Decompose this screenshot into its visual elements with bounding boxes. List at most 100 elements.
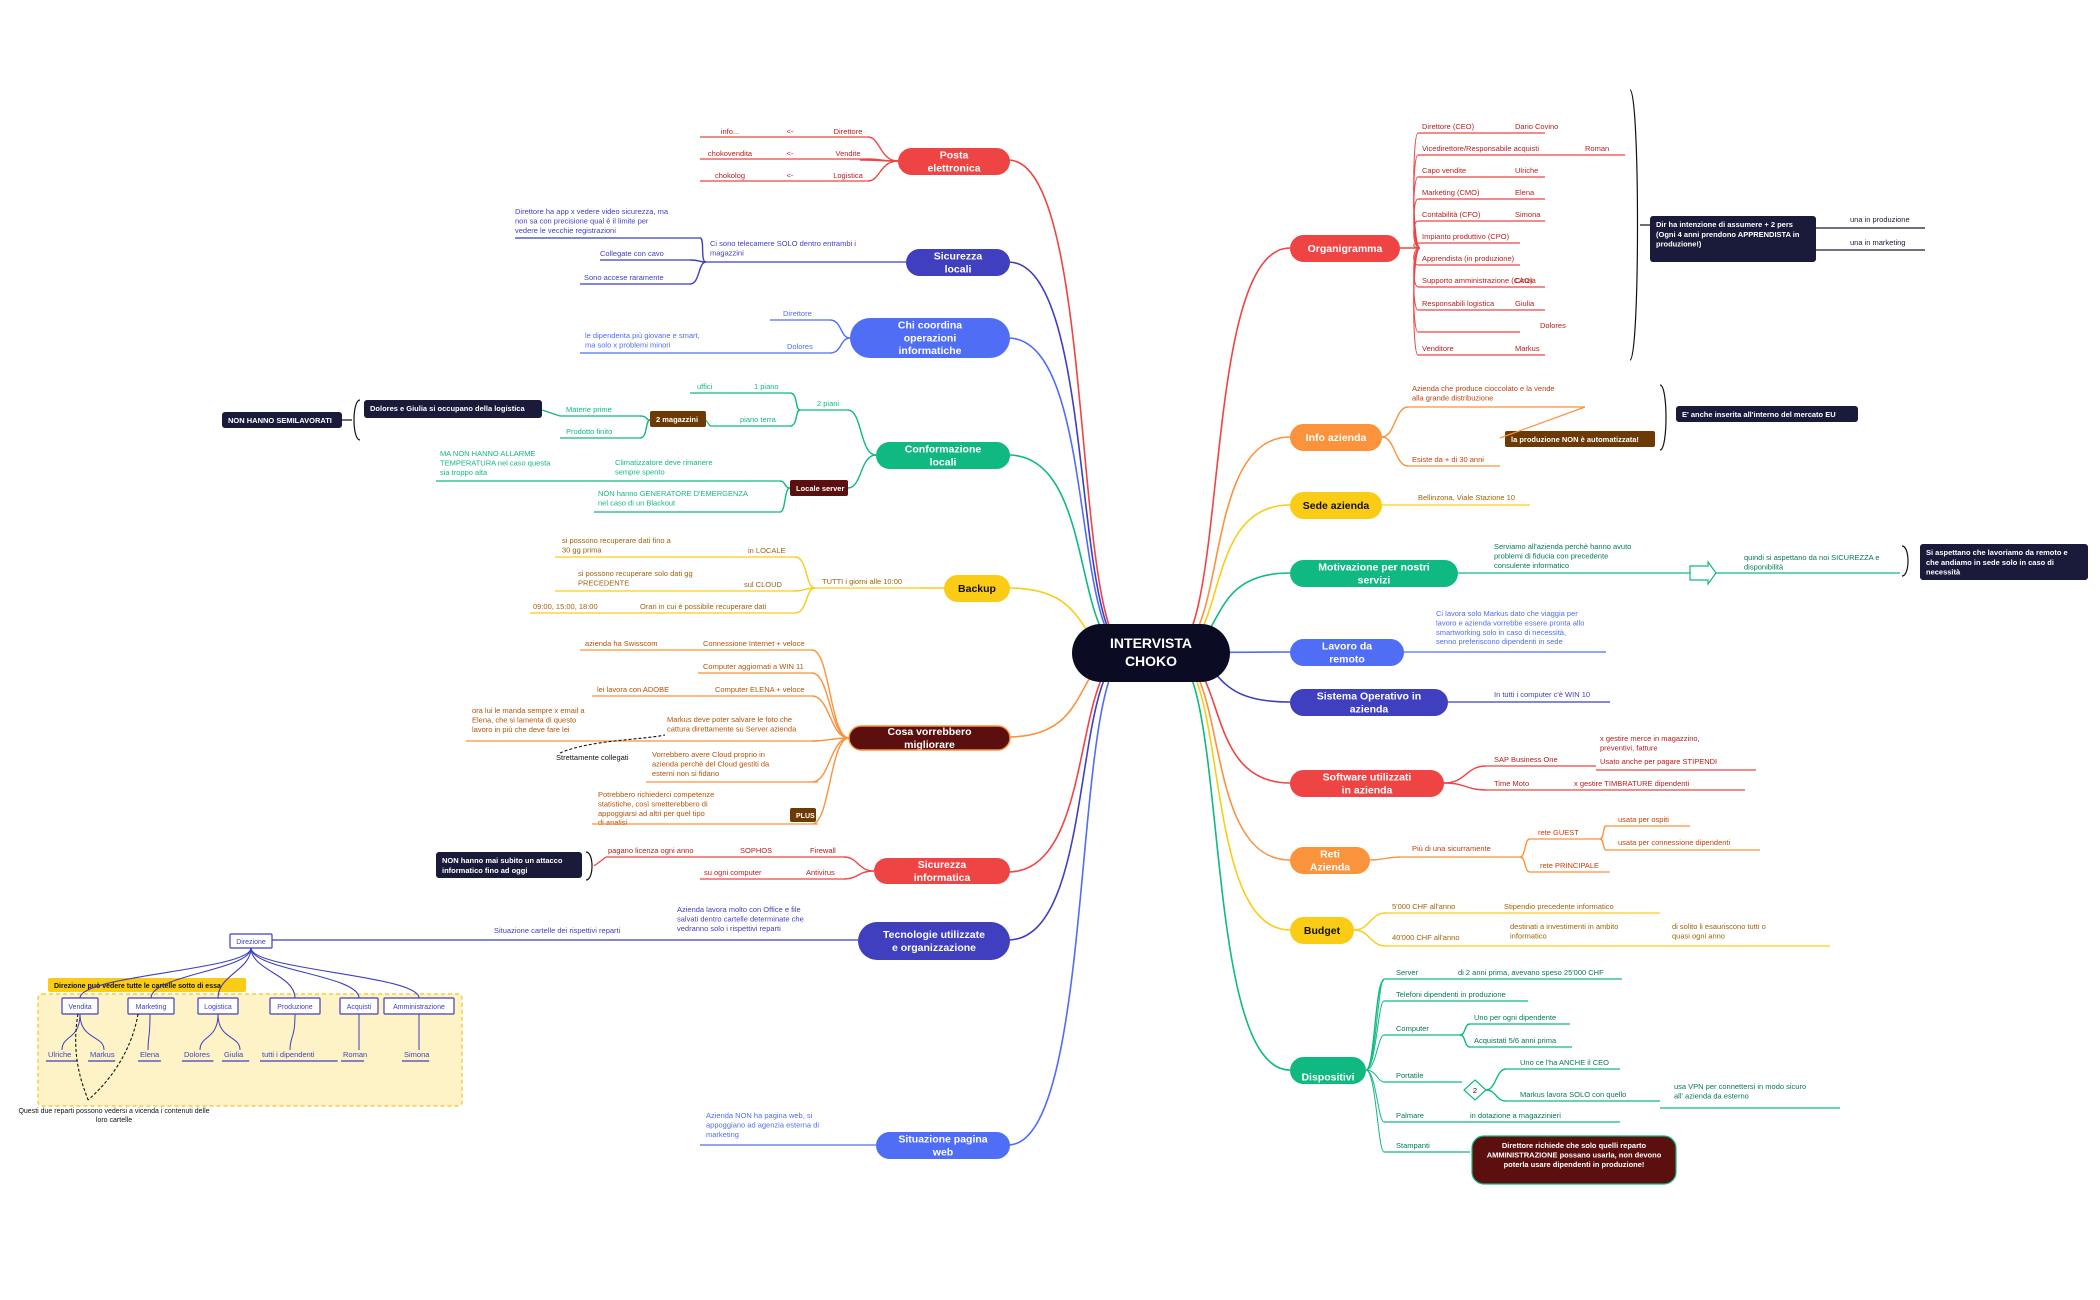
topic-budget[interactable]: Budget bbox=[1290, 917, 1354, 944]
dept-person: Roman bbox=[343, 1050, 367, 1059]
svg-text:Logistica: Logistica bbox=[204, 1004, 232, 1011]
topic-cosa-migliorare-bg bbox=[849, 726, 1010, 750]
connector-line bbox=[1459, 1034, 1471, 1048]
topic-dispositivi-label: Dispositivi bbox=[1301, 1071, 1354, 1083]
svg-text:NON HANNO SEMILAVORATI: NON HANNO SEMILAVORATI bbox=[228, 416, 332, 425]
connector-line bbox=[250, 947, 420, 999]
mail-address: chokolog bbox=[715, 171, 745, 180]
topic-organigramma-label: Organigramma bbox=[1308, 243, 1383, 255]
strictly-related-label: Strettamente collegati bbox=[556, 753, 629, 762]
dept-person: Ulriche bbox=[48, 1050, 71, 1059]
eu-market-box: E' anche inserita all'interno del mercat… bbox=[1676, 406, 1858, 422]
svg-text:Acquisti: Acquisti bbox=[347, 1004, 372, 1011]
topic-sede-azienda[interactable]: Sede azienda bbox=[1290, 492, 1382, 519]
dept-area bbox=[37, 993, 463, 1107]
bracket bbox=[1629, 89, 1639, 361]
win11-upgrade: Computer aggiornati a WIN 11 bbox=[703, 662, 804, 671]
arrow-icon bbox=[1689, 560, 1717, 586]
topic-dispositivi[interactable]: Dispositivi bbox=[1290, 1057, 1366, 1084]
branch-connector bbox=[1007, 454, 1131, 654]
dept-vendita: Vendita bbox=[61, 997, 99, 1015]
topic-backup-bg bbox=[944, 575, 1010, 602]
connector-line bbox=[79, 947, 252, 999]
backup-hours: Orari in cui è possibile recuperare dati bbox=[640, 602, 767, 611]
main-network: rete PRINCIPALE bbox=[1540, 861, 1599, 870]
os-note: In tutti i computer c'è WIN 10 bbox=[1494, 690, 1590, 699]
org-role: Contabilità (CFO) bbox=[1422, 210, 1481, 219]
topic-info-azienda[interactable]: Info azienda bbox=[1290, 424, 1382, 451]
dept-person: tutti i dipendenti bbox=[262, 1050, 315, 1059]
age-note: Esiste da + di 30 anni bbox=[1412, 455, 1484, 464]
dept-amministrazione: Amministrazione bbox=[383, 997, 455, 1015]
branch-connector bbox=[1007, 159, 1131, 654]
svg-text:NON hanno mai subito un attacc: NON hanno mai subito un attaccoinformati… bbox=[442, 856, 563, 875]
dashed-link bbox=[559, 734, 666, 754]
antivirus: Antivirus bbox=[806, 868, 835, 877]
backup-cloud: sul CLOUD bbox=[744, 580, 783, 589]
dept-logistica: Logistica bbox=[197, 997, 239, 1015]
connector-line bbox=[1381, 436, 1409, 467]
connector-line bbox=[847, 454, 877, 489]
topic-info-azienda-bg bbox=[1290, 424, 1382, 451]
folders-situation: Situazione cartelle dei rispettivi repar… bbox=[494, 926, 621, 935]
branch-connector bbox=[1169, 247, 1291, 654]
svg-text:E' anche inserita all'interno: E' anche inserita all'interno del mercat… bbox=[1682, 410, 1836, 419]
connector-line bbox=[811, 695, 850, 739]
svg-text:Marketing: Marketing bbox=[136, 1004, 167, 1011]
dept-marketing: Marketing bbox=[127, 997, 175, 1015]
branch-connector bbox=[1007, 652, 1131, 941]
connector-line bbox=[689, 261, 707, 285]
dept-person: Markus bbox=[90, 1050, 115, 1059]
mail-arrow: <- bbox=[787, 171, 794, 180]
device-category: Palmare bbox=[1396, 1111, 1424, 1120]
svg-text:Dolores e Giulia si occupano d: Dolores e Giulia si occupano della logis… bbox=[370, 404, 525, 413]
coord-dolores-note: le dipendenta più giovane e smart,ma sol… bbox=[585, 331, 700, 349]
faster-internet: Connessione Internet + veloce bbox=[703, 639, 805, 648]
connector-line bbox=[789, 392, 801, 411]
dept-person: Elena bbox=[140, 1050, 160, 1059]
topic-organigramma[interactable]: Organigramma bbox=[1290, 235, 1400, 262]
employee-use: usata per connessione dipendenti bbox=[1618, 838, 1731, 847]
finished-product: Prodotto finito bbox=[566, 427, 612, 436]
connector-line bbox=[147, 1013, 151, 1051]
org-person: Dolores bbox=[1540, 321, 1566, 330]
topic-budget-label: Budget bbox=[1304, 925, 1341, 937]
connector-line bbox=[1369, 856, 1401, 861]
printer-note-box: Direttore richiede che solo quelli repar… bbox=[1471, 1135, 1677, 1185]
dept-produzione: Produzione bbox=[269, 997, 321, 1015]
connector-line bbox=[867, 136, 899, 162]
connector-line bbox=[794, 587, 816, 614]
topic-backup-label: Backup bbox=[958, 583, 996, 595]
hire-marketing: una in marketing bbox=[1850, 238, 1905, 247]
ground-floor: piano terra bbox=[740, 415, 777, 424]
topic-backup[interactable]: Backup bbox=[944, 575, 1010, 602]
topic-sede-azienda-bg bbox=[1290, 492, 1382, 519]
connector-line bbox=[811, 672, 850, 739]
connector-line bbox=[1485, 1089, 1507, 1102]
